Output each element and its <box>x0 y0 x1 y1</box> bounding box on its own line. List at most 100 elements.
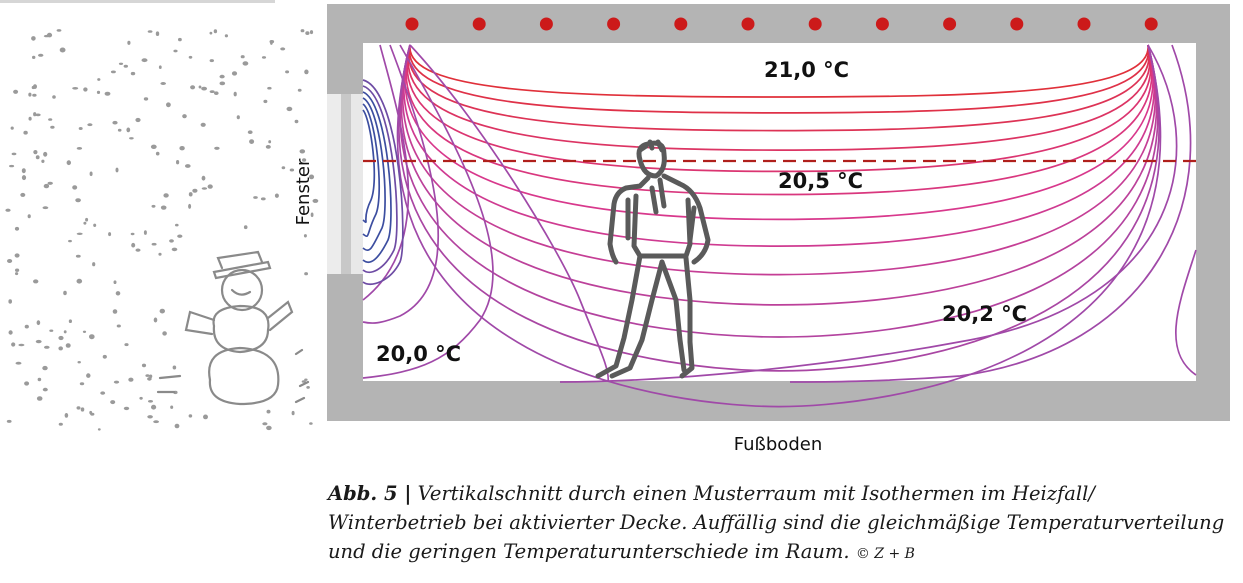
snowflake <box>188 192 193 197</box>
snowflake <box>72 87 79 90</box>
snowflake <box>170 405 174 409</box>
snowflake <box>166 102 171 108</box>
isotherm-line <box>409 44 610 383</box>
snowflake <box>10 126 14 130</box>
left-wall-upper <box>327 4 363 94</box>
snowflake <box>35 339 42 344</box>
snowflake <box>41 159 45 163</box>
floor-label: Fußboden <box>734 434 822 455</box>
snowflake <box>214 146 220 150</box>
snowflake <box>93 223 97 227</box>
snowflake <box>112 120 118 125</box>
snowflake <box>44 345 50 349</box>
snowflake <box>155 151 160 156</box>
snowflake <box>265 145 271 149</box>
snowflake <box>113 280 117 285</box>
snowflake <box>31 85 35 90</box>
snowflake <box>236 115 240 120</box>
snowflake <box>113 380 120 384</box>
snowflake <box>147 30 153 33</box>
snowflake <box>302 158 307 162</box>
snowflake <box>24 324 29 329</box>
heating-pipe-dot <box>539 17 553 31</box>
snowflake <box>20 192 26 197</box>
snowflake <box>303 234 307 238</box>
snowflake <box>169 239 174 243</box>
snowflake <box>270 40 273 45</box>
snowflake <box>97 428 101 431</box>
isotherm-line <box>404 44 1154 221</box>
snowflake <box>130 232 135 236</box>
figure-caption: Abb. 5 | Vertikalschnitt durch einen Mus… <box>328 479 1233 569</box>
snowflake <box>304 272 308 276</box>
caption-text: Vertikalschnitt durch einen Musterraum m… <box>328 482 1225 563</box>
snowflake <box>253 196 258 199</box>
snowflake <box>102 354 107 359</box>
snowflake <box>243 225 248 230</box>
snowflake <box>97 78 101 81</box>
snowflake <box>261 56 267 59</box>
snowflake <box>172 365 177 370</box>
snowflake <box>304 69 309 75</box>
snowflake <box>100 391 106 395</box>
snowflake <box>104 91 111 96</box>
snowflake <box>286 106 293 112</box>
caption-copyright: © Z + B <box>855 546 915 562</box>
snowflake <box>21 168 26 174</box>
temp-label-floor: 20,0 °C <box>376 342 461 366</box>
heating-pipe-dot <box>875 17 889 31</box>
snowflake <box>92 262 96 267</box>
snowflake <box>171 247 178 252</box>
snowflake <box>76 406 81 410</box>
snowflake <box>83 87 88 92</box>
snowflake <box>153 420 160 424</box>
snowflake <box>308 174 315 180</box>
snowflake <box>8 330 13 335</box>
snowflake <box>32 55 36 60</box>
temp-label-right: 20,2 °C <box>942 302 1027 326</box>
heating-pipe-dot <box>607 17 621 31</box>
snowman-sketch <box>156 250 310 406</box>
heating-pipe-dot <box>1010 17 1024 31</box>
isotherm-line <box>402 44 1156 247</box>
snowflake <box>209 59 214 63</box>
snowflake <box>213 29 218 34</box>
snowflake <box>15 272 19 276</box>
snowflake <box>163 193 169 198</box>
isotherm-line <box>362 103 381 238</box>
snowflake <box>86 373 91 378</box>
snowflake <box>68 319 72 324</box>
temp-label-middle: 20,5 °C <box>778 169 863 193</box>
snowflake <box>75 198 81 203</box>
snowflake <box>182 114 187 119</box>
snowflake <box>188 414 193 418</box>
snowflake <box>52 95 56 99</box>
snowflake <box>309 30 314 35</box>
snowflake <box>177 234 183 238</box>
isotherm-line <box>400 44 1158 306</box>
snowflake <box>15 268 20 272</box>
ceiling-slab <box>327 4 1230 43</box>
snowflake <box>160 205 167 210</box>
snowflake <box>297 88 302 92</box>
snowflake <box>96 90 101 94</box>
snowflake <box>28 116 32 121</box>
snowflake <box>266 409 271 414</box>
snowflake <box>266 425 272 431</box>
window-glass-inner <box>351 94 363 274</box>
snowflake <box>35 155 40 160</box>
snowflake <box>285 70 290 74</box>
snowflake <box>127 40 131 45</box>
snowflake <box>262 422 268 426</box>
snowflake <box>5 208 11 212</box>
temp-label-ceiling: 21,0 °C <box>764 58 849 82</box>
snowflake <box>141 363 147 368</box>
snowflake <box>79 382 85 386</box>
snowflake <box>185 164 191 168</box>
snowflake <box>312 198 319 203</box>
isotherm-line <box>405 44 1153 196</box>
snowflake <box>173 49 178 53</box>
snowflake <box>108 232 112 237</box>
snowflake <box>116 324 121 328</box>
snowflake <box>130 71 136 76</box>
